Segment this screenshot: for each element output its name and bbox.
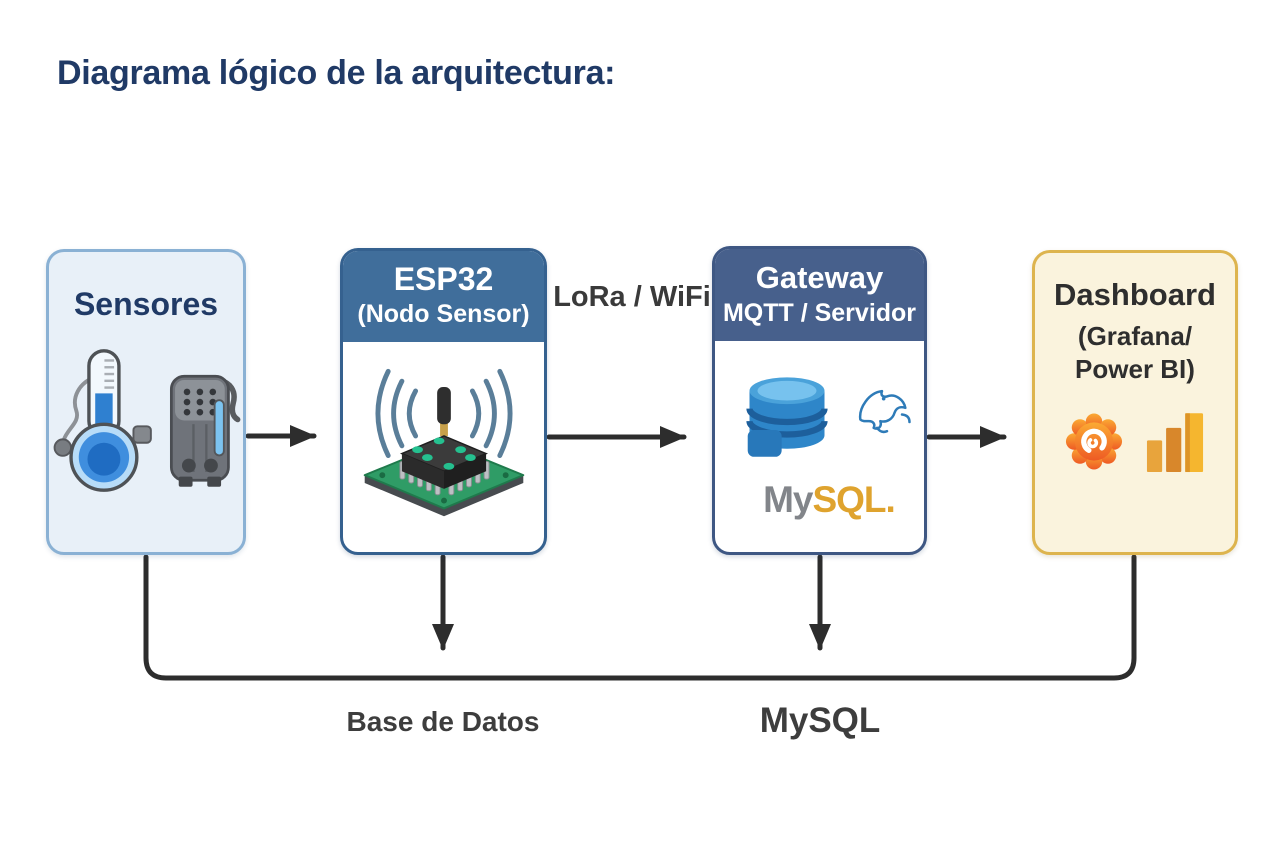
- sensores-label: Sensores: [73, 286, 219, 322]
- gateway-body: MySQL.: [715, 341, 924, 533]
- esp32-body: [343, 342, 544, 529]
- mysql-label: MySQL: [759, 701, 881, 740]
- base-de-datos-label: Base de Datos: [346, 706, 540, 737]
- lora-wifi-label: LoRa / WiFi: [553, 281, 711, 313]
- sensores-icons: [49, 345, 243, 495]
- database-bus-line: [143, 554, 1137, 681]
- gateway-subtitle: MQTT / Servidor: [722, 299, 917, 328]
- gateway-header: Gateway MQTT / Servidor: [715, 249, 924, 341]
- page-title: Diagrama lógico de la arquitectura:: [57, 54, 616, 92]
- esp32-module-icon: [363, 369, 524, 517]
- esp32-header: ESP32 (Nodo Sensor): [343, 251, 544, 342]
- powerbi-icon: [1146, 412, 1204, 472]
- mysql-database-icon: [746, 377, 828, 457]
- mysql-logo-text: MySQL.: [763, 478, 896, 521]
- mysql-logo-sql: SQL: [812, 478, 886, 520]
- dashboard-icons: [1035, 407, 1235, 476]
- mysql-logo-dot: .: [885, 478, 896, 520]
- esp32-node: ESP32 (Nodo Sensor): [340, 248, 547, 555]
- dashboard-subtitle-line2: Power BI): [1075, 354, 1195, 385]
- mysql-logo-my: My: [763, 478, 813, 520]
- gateway-title: Gateway: [755, 260, 884, 295]
- dashboard-title: Dashboard: [1054, 277, 1216, 312]
- sensores-node: Sensores: [46, 249, 246, 555]
- wifi-waves-icon: [374, 369, 513, 459]
- thermometer-icon: [53, 349, 152, 492]
- dashboard-subtitle-line1: (Grafana/: [1077, 321, 1193, 351]
- moisture-sensor-icon: [169, 374, 241, 487]
- gateway-node: Gateway MQTT / Servidor MySQL.: [712, 246, 927, 555]
- dashboard-subtitle: (Grafana/ Power BI): [1035, 320, 1235, 387]
- mysql-dolphin-icon: [858, 389, 911, 433]
- dashboard-node: Dashboard (Grafana/ Power BI): [1032, 250, 1238, 555]
- esp32-subtitle: (Nodo Sensor): [357, 300, 530, 329]
- esp32-title: ESP32: [393, 261, 494, 297]
- grafana-icon: [1065, 412, 1123, 470]
